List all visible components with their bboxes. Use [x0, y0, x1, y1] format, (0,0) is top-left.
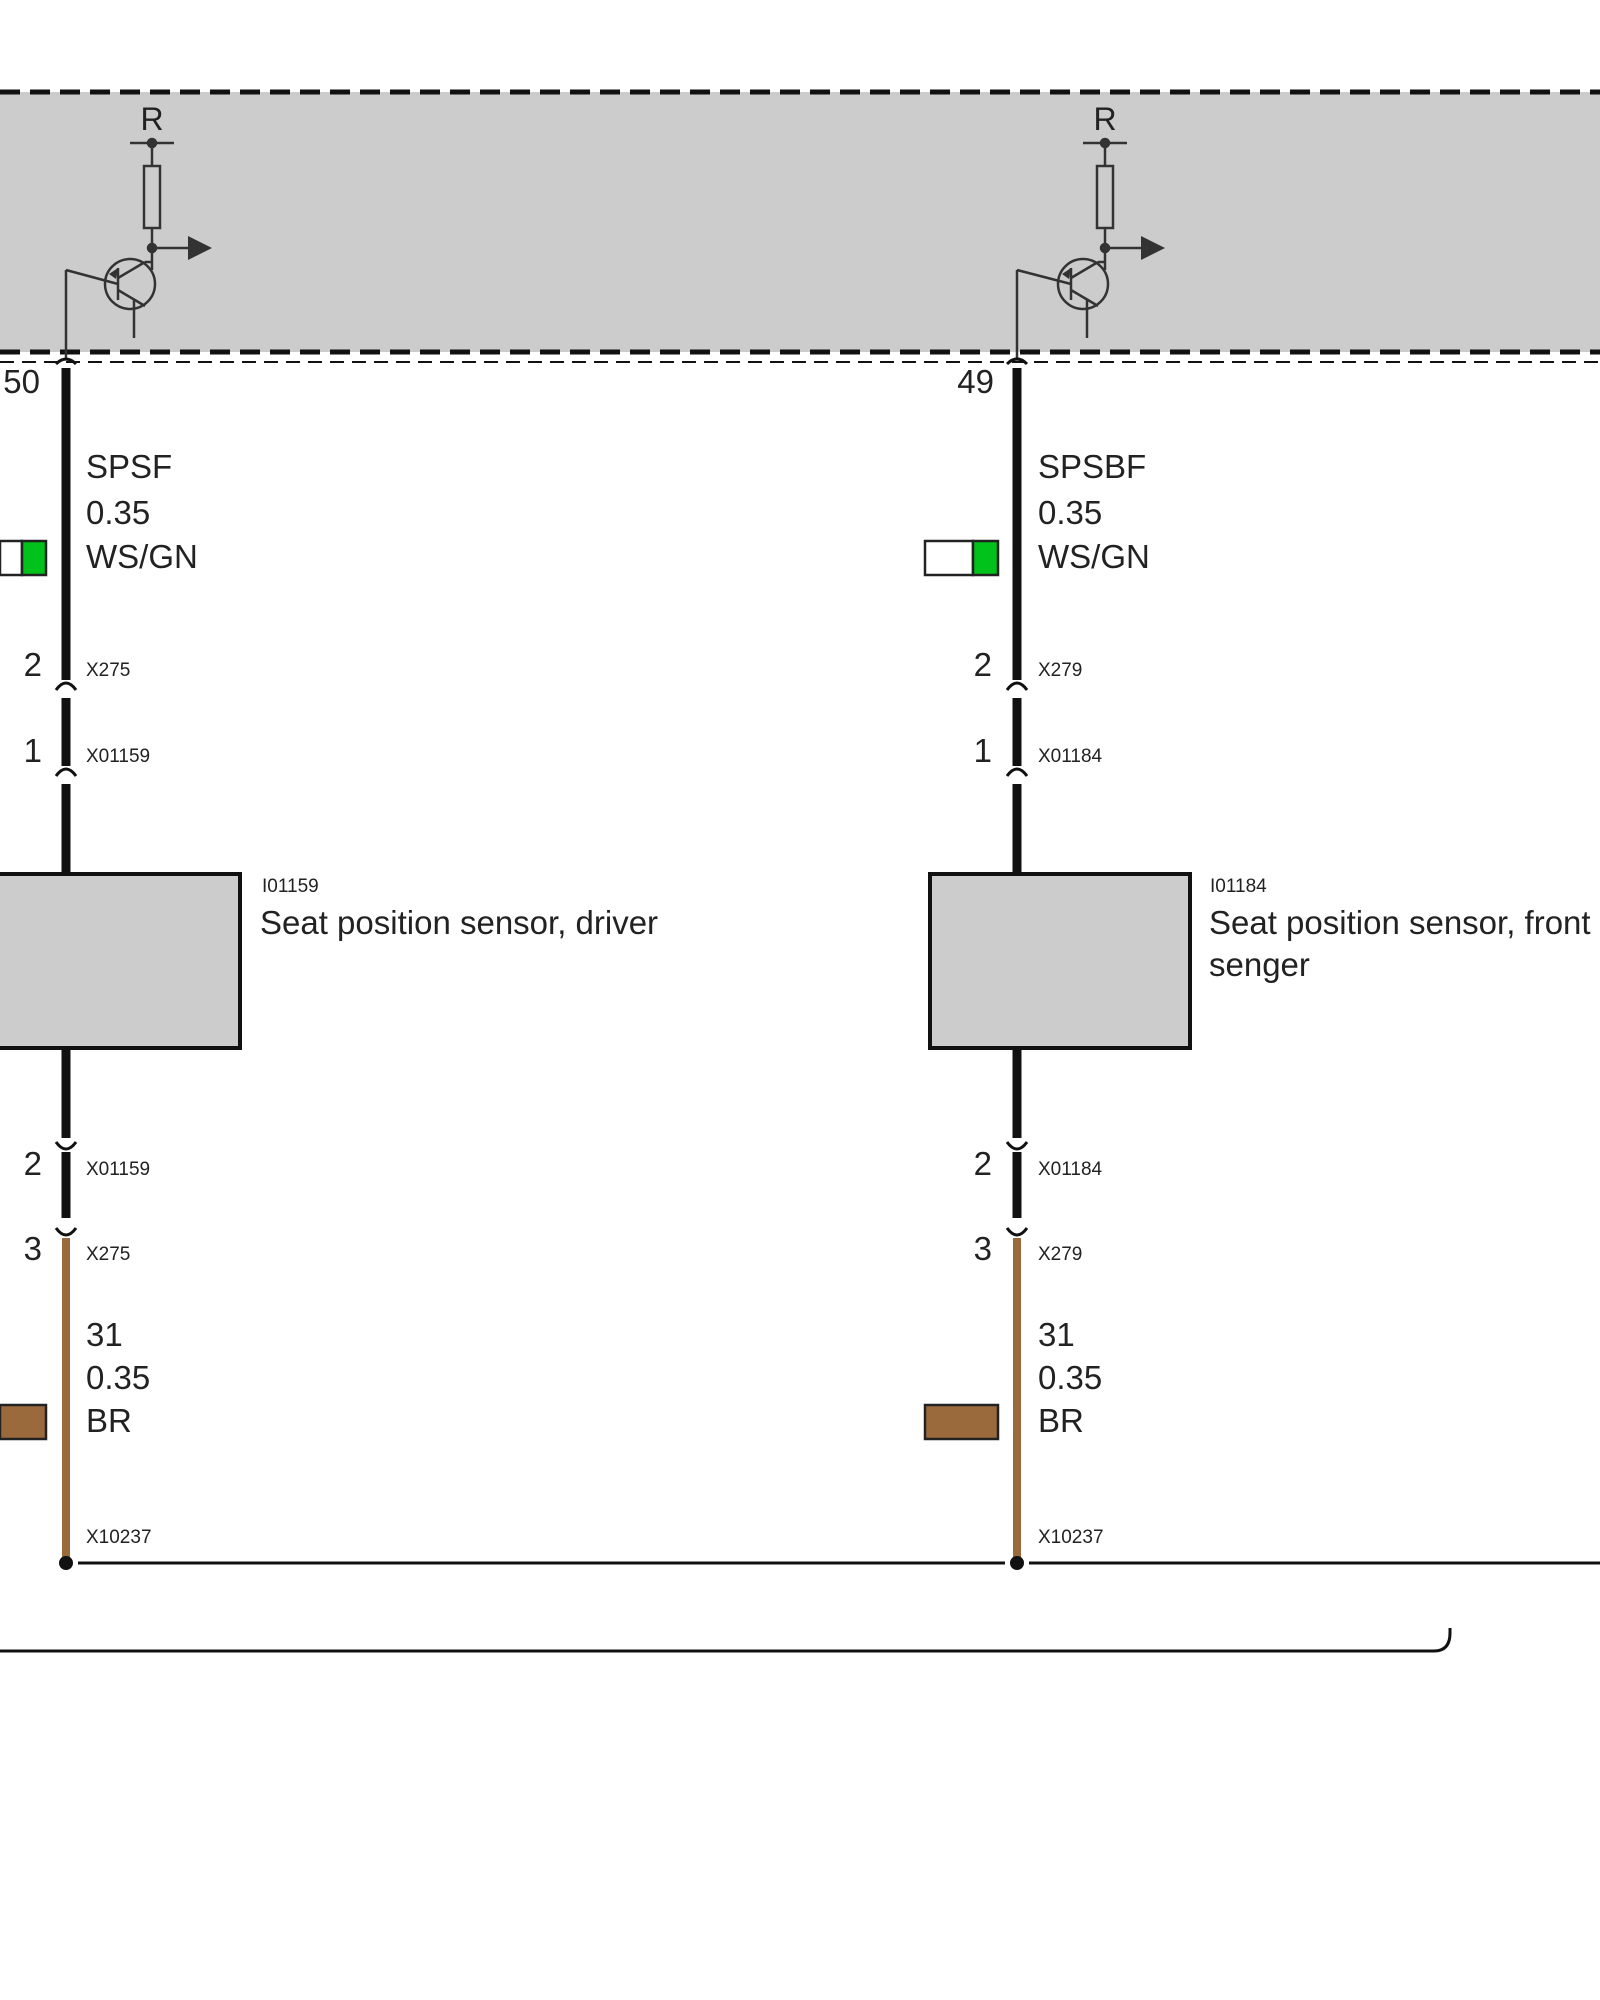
- connector-symbol: [54, 357, 78, 366]
- connector-id: X275: [86, 660, 130, 681]
- signal-cross-section: 0.35: [1038, 494, 1102, 531]
- wire-color-swatch-brown: [923, 1403, 1000, 1441]
- connector-pin: 3: [24, 1230, 42, 1267]
- component-name: Seat position sensor, front: [1209, 904, 1591, 941]
- supply-label: R: [140, 101, 163, 137]
- signal-cross-section: 0.35: [86, 494, 150, 531]
- signal-name: SPSF: [86, 448, 172, 485]
- ground-cross-section: 0.35: [86, 1359, 150, 1396]
- signal-color-code: WS/GN: [86, 538, 198, 575]
- supply-label: R: [1093, 101, 1116, 137]
- ground-cross-section: 0.35: [1038, 1359, 1102, 1396]
- connector-symbol: [1005, 357, 1029, 366]
- ground-point-id: X10237: [1038, 1527, 1104, 1548]
- sensor-box: [0, 872, 242, 1050]
- connector-pin: 2: [974, 1145, 992, 1182]
- ground-junction-dot: [59, 1556, 73, 1570]
- transistor-icon: [1015, 137, 1165, 358]
- connector-id: X01159: [86, 1159, 150, 1180]
- connector-pin: 1: [974, 732, 992, 769]
- component-name: Seat position sensor, driver: [260, 904, 658, 941]
- connector-symbol: [54, 1141, 78, 1151]
- connector-symbol: [1005, 1227, 1029, 1237]
- component-id: I01159: [262, 876, 319, 897]
- connector-symbol: [54, 1227, 78, 1237]
- connector-symbol: [54, 767, 78, 777]
- wire-color-swatch-white: [923, 539, 975, 577]
- circuit-front-passenger: R 49 SPSBF 0.35 WS/GN 2 X279 1 X01184 I0…: [923, 101, 1591, 1570]
- signal-color-code: WS/GN: [1038, 538, 1150, 575]
- wire-color-swatch-green: [20, 539, 48, 577]
- connector-pin: 2: [974, 646, 992, 683]
- ground-junction-dot: [1010, 1556, 1024, 1570]
- control-module-area: [0, 92, 1600, 352]
- connector-symbol: [1005, 681, 1029, 691]
- connector-id: X01184: [1038, 746, 1103, 767]
- module-pin-number: 49: [957, 363, 994, 400]
- connector-id: X279: [1038, 1244, 1082, 1265]
- wire-color-swatch-green: [971, 539, 1000, 577]
- component-name-line2: senger: [1209, 946, 1310, 983]
- connector-id: X275: [86, 1244, 130, 1265]
- transistor-icon: [64, 137, 212, 358]
- connector-pin: 1: [24, 732, 42, 769]
- connector-id: X01159: [86, 746, 150, 767]
- connector-symbol: [54, 681, 78, 691]
- connector-id: X01184: [1038, 1159, 1103, 1180]
- ground-point-id: X10237: [86, 1527, 152, 1548]
- ground-color-code: BR: [1038, 1402, 1084, 1439]
- component-id: I01184: [1210, 876, 1267, 897]
- connector-pin: 3: [974, 1230, 992, 1267]
- signal-name: SPSBF: [1038, 448, 1146, 485]
- wire-color-swatch-white: [0, 539, 24, 577]
- ground-color-code: BR: [86, 1402, 132, 1439]
- ground-wire-name: 31: [86, 1316, 123, 1353]
- circuit-driver: R 50 SPSF 0.35 WS/GN 2 X275 1 X01159 I01…: [0, 101, 658, 1570]
- connector-symbol: [1005, 767, 1029, 777]
- connector-pin: 2: [24, 1145, 42, 1182]
- wire-color-swatch-brown: [0, 1403, 48, 1441]
- module-pin-number: 50: [3, 363, 40, 400]
- ground-wire-name: 31: [1038, 1316, 1075, 1353]
- connector-id: X279: [1038, 660, 1082, 681]
- connector-pin: 2: [24, 646, 42, 683]
- connector-symbol: [1005, 1141, 1029, 1151]
- sensor-box: [928, 872, 1192, 1050]
- ground-bracket: [0, 1628, 1452, 1653]
